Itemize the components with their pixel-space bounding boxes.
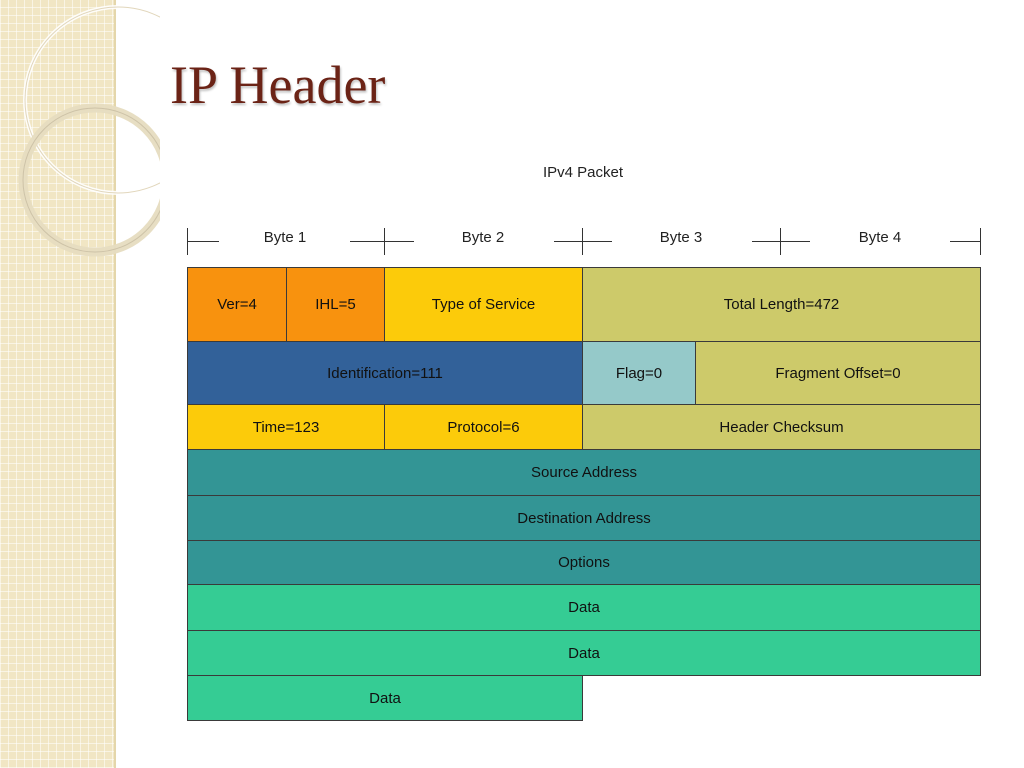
total-length-field: Total Length=472	[582, 267, 981, 342]
version-field: Ver=4	[187, 267, 287, 342]
flag-field: Flag=0	[582, 341, 696, 405]
data-field: Data	[187, 630, 981, 676]
time-to-live-field: Time=123	[187, 404, 385, 450]
byte-label-1: Byte 1	[263, 229, 307, 246]
protocol-field: Protocol=6	[384, 404, 583, 450]
byte-ruler-line	[752, 241, 810, 242]
data-field: Data	[187, 584, 981, 631]
header-checksum-field: Header Checksum	[582, 404, 981, 450]
byte-ruler-line	[187, 241, 219, 242]
decorative-side-strip	[0, 0, 114, 768]
data-field: Data	[187, 675, 583, 721]
side-strip-edge	[114, 0, 116, 768]
type-of-service-field: Type of Service	[384, 267, 583, 342]
ihl-field: IHL=5	[286, 267, 385, 342]
byte-label-2: Byte 2	[461, 229, 505, 246]
destination-address-field: Destination Address	[187, 495, 981, 541]
byte-ruler-line	[950, 241, 981, 242]
decorative-circles	[18, 5, 160, 257]
slide-title: IP Header	[170, 55, 386, 115]
diagram-title: IPv4 Packet	[542, 164, 624, 181]
options-field: Options	[187, 540, 981, 585]
fragment-offset-field: Fragment Offset=0	[695, 341, 981, 405]
byte-ruler-line	[350, 241, 414, 242]
byte-label-4: Byte 4	[858, 229, 902, 246]
source-address-field: Source Address	[187, 449, 981, 496]
byte-ruler-line	[554, 241, 612, 242]
byte-label-3: Byte 3	[659, 229, 703, 246]
identification-field: Identification=111	[187, 341, 583, 405]
